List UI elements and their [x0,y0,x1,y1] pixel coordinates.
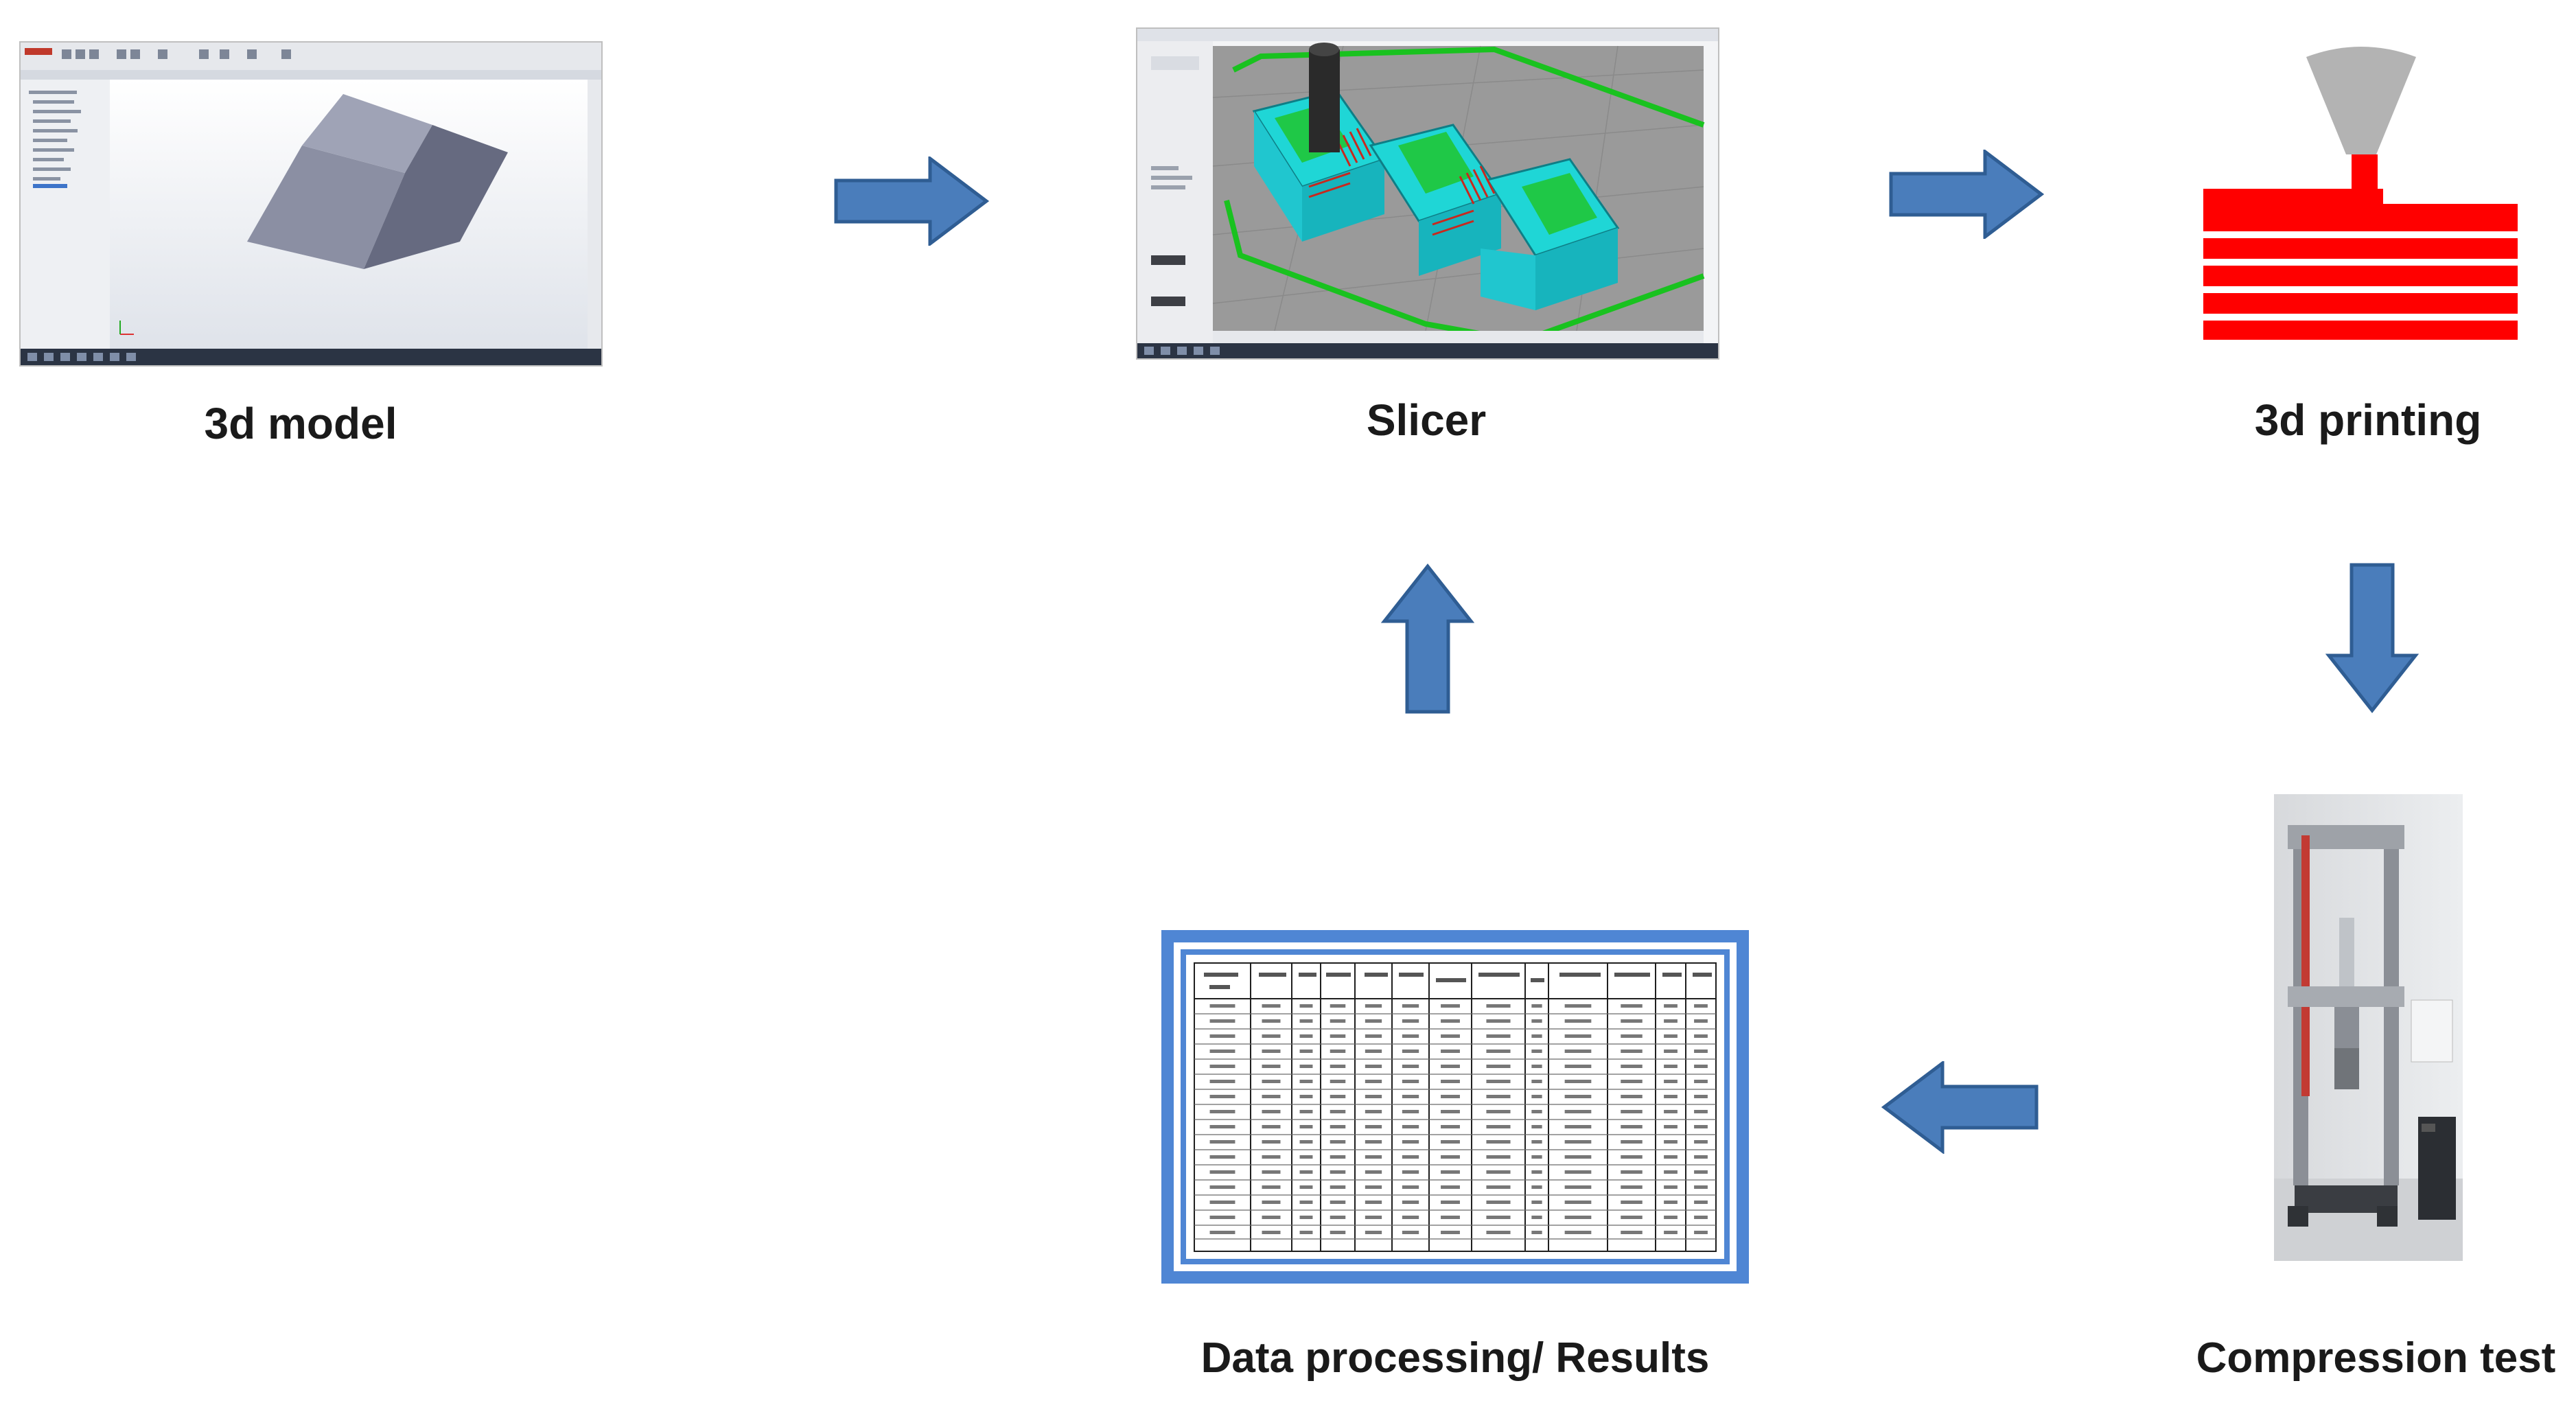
arrow-right-2 [1889,150,2047,239]
results-table-image [1161,930,1749,1284]
cube-model-screenshot [21,43,601,365]
label-3d-printing: 3d printing [2254,395,2482,445]
label-compression-test: Compression test [2196,1334,2556,1382]
cad-screenshot [19,41,603,367]
label-data-processing: Data processing/ Results [1200,1334,1710,1382]
label-3d-model: 3d model [204,399,397,448]
arrow-left [1881,1061,2039,1154]
print-nozzle-icon [2196,38,2526,347]
label-slicer: Slicer [1366,395,1487,445]
arrow-up [1381,563,1474,714]
testing-machine-photo [2274,794,2463,1261]
arrow-right-1 [834,156,992,246]
arrow-down [2325,563,2419,714]
slicer-screenshot [1136,27,1719,360]
slicer-view-image [1137,29,1718,358]
